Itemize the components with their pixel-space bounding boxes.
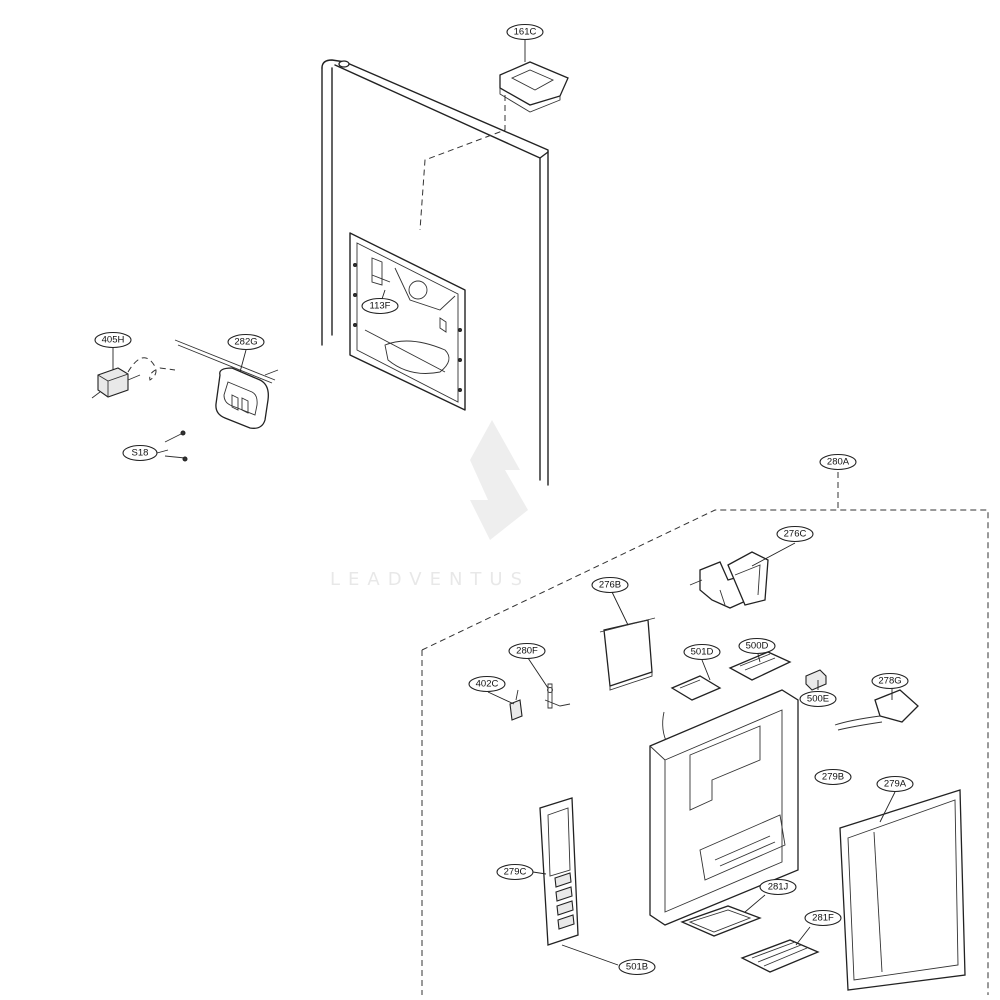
callout-label: 278G	[878, 676, 901, 687]
callout-500e: 500E	[799, 690, 837, 708]
valve-part-405h	[91, 357, 176, 399]
callout-501b: 501B	[618, 958, 656, 976]
callout-279a: 279A	[876, 775, 914, 793]
tray-part-281j	[680, 905, 762, 937]
assembly-280a-boundary	[421, 472, 989, 995]
callout-label: 161C	[514, 27, 537, 38]
control-panel-part-279c	[539, 797, 579, 946]
door-panel	[321, 59, 549, 486]
callout-label: 113F	[370, 301, 391, 312]
duct-part-278g	[834, 689, 919, 731]
callout-280f: 280F	[508, 642, 546, 660]
callout-281f: 281F	[804, 909, 842, 927]
flap-part-276b	[599, 617, 656, 691]
callout-402c: 402C	[468, 675, 506, 693]
screws-part-s18	[164, 430, 188, 462]
pcb-part-500d	[728, 651, 792, 681]
watermark-logo: LEADVENTUS	[330, 420, 530, 590]
callout-279c: 279C	[496, 863, 534, 881]
front-panel-part-279a	[839, 789, 966, 991]
callout-281j: 281J	[759, 878, 797, 896]
callout-label: 405H	[102, 335, 125, 346]
callout-278g: 278G	[871, 672, 909, 690]
connector-part-500e	[805, 669, 827, 691]
callout-label: 281F	[812, 913, 834, 924]
dispenser-opening	[349, 232, 466, 411]
lever-part-280f	[544, 683, 571, 709]
callout-500d: 500D	[738, 637, 776, 655]
callout-label: 281J	[768, 882, 789, 893]
callout-279b: 279B	[814, 768, 852, 786]
callout-113f: 113F	[361, 297, 399, 315]
callout-501d: 501D	[683, 643, 721, 661]
callout-label: 402C	[476, 679, 499, 690]
callout-276c: 276C	[776, 525, 814, 543]
callout-s18: S18	[122, 444, 158, 462]
callout-label: 276B	[599, 580, 621, 591]
leader-lines	[112, 40, 896, 966]
callout-label: 501D	[691, 647, 714, 658]
callout-label: 501B	[626, 962, 648, 973]
bracket-part-282g	[174, 339, 279, 429]
cap-part-161c	[499, 61, 569, 113]
pcb-part-501d	[662, 675, 722, 746]
callout-label: 282G	[234, 337, 257, 348]
callout-label: 279C	[504, 867, 527, 878]
grille-part-281f	[740, 939, 820, 973]
funnel-part-276c	[689, 551, 769, 609]
callout-280a: 280A	[819, 453, 857, 471]
callout-label: 500E	[807, 694, 829, 705]
callout-161c: 161C	[506, 23, 544, 41]
callout-label: 276C	[784, 529, 807, 540]
callout-label: S18	[132, 448, 149, 459]
callout-label: 279A	[884, 779, 907, 790]
dispenser-housing	[649, 689, 799, 926]
callout-282g: 282G	[227, 333, 265, 351]
callout-label: 500D	[746, 641, 769, 652]
callout-276b: 276B	[591, 576, 629, 594]
callout-405h: 405H	[94, 331, 132, 349]
callout-label: 279B	[822, 772, 844, 783]
callout-label: 280F	[516, 646, 538, 657]
callout-label: 280A	[827, 457, 850, 468]
switch-part-402c	[509, 689, 523, 721]
watermark-text: LEADVENTUS	[330, 569, 530, 590]
